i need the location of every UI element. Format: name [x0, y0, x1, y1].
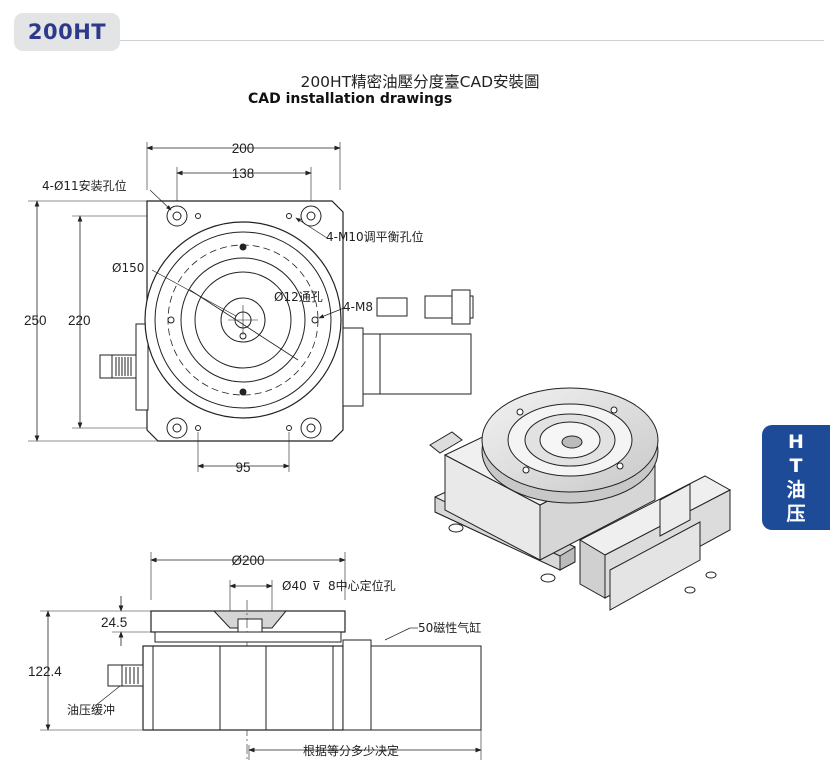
label-through-hole: Ø12通孔: [274, 290, 323, 304]
label-level-holes: 4-M10调平衡孔位: [326, 229, 424, 244]
dim-total-height: 122.4: [28, 664, 62, 679]
label-cylinder: 50磁性气缸: [418, 620, 481, 635]
label-buffer: 油压缓冲: [67, 702, 115, 717]
dim-bottom: 95: [235, 460, 250, 475]
category-side-tab[interactable]: H T 油 压: [762, 425, 830, 530]
label-m8: 4-M8: [343, 300, 373, 314]
svg-text:⊽: ⊽: [312, 579, 321, 593]
top-view: [28, 142, 474, 472]
dim-width: 200: [232, 141, 255, 156]
page-title: 200HT精密油壓分度臺CAD安裝圖: [300, 73, 540, 91]
header-rule: [120, 40, 824, 41]
dim-table-height: 24.5: [101, 615, 127, 630]
dim-inner-height: 220: [68, 313, 91, 328]
label-mount-holes: 4-Ø11安装孔位: [42, 178, 127, 193]
page-subtitle: CAD installation drawings: [248, 91, 453, 107]
label-center-hole-depth: 8中心定位孔: [328, 578, 396, 593]
dim-height: 250: [24, 313, 47, 328]
iso-view: [429, 387, 732, 611]
model-badge: 200HT: [14, 13, 120, 51]
label-table-dia: Ø150: [112, 261, 144, 275]
dim-table-dia: Ø200: [231, 553, 264, 568]
label-length-note: 根据等分多少决定: [303, 743, 399, 758]
side-tab-char-2: 压: [786, 502, 806, 525]
side-view: [40, 552, 482, 760]
label-center-hole: Ø40: [282, 579, 307, 593]
side-tab-letter-t: T: [789, 454, 803, 477]
side-tab-letter-h: H: [788, 430, 804, 453]
side-tab-char-1: 油: [786, 478, 806, 501]
dim-hole-spacing: 138: [232, 166, 255, 181]
